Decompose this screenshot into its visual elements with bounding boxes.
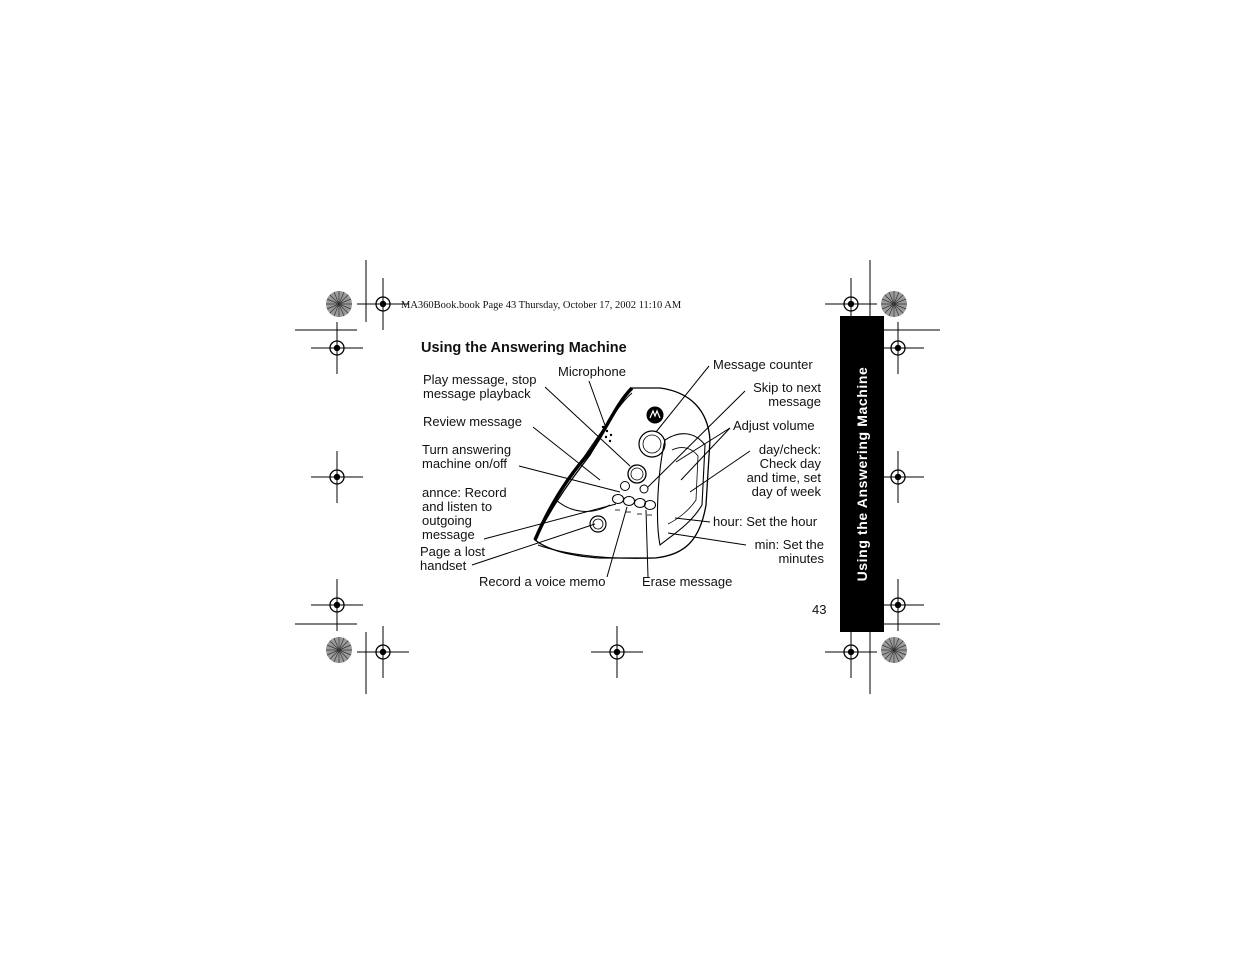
registration-crosshairs — [310, 277, 925, 679]
label-adjust-volume: Adjust volume — [733, 418, 815, 433]
callout-leader-lines — [471, 365, 751, 578]
label-page-lost-handset: Page a lost handset — [420, 544, 486, 573]
page-number: 43 — [812, 602, 827, 617]
side-tab: Using the Answering Machine — [840, 316, 884, 632]
section-title: Using the Answering Machine — [421, 340, 627, 356]
page-header-info: MA360Book.book Page 43 Thursday, October… — [401, 300, 682, 311]
label-min: min: Set the minutes — [754, 537, 824, 566]
label-hour: hour: Set the hour — [713, 514, 818, 529]
label-review-message: Review message — [423, 414, 522, 429]
answering-machine-illustration — [533, 386, 711, 559]
label-record-voice-memo: Record a voice memo — [479, 574, 606, 589]
registration-starburst-tr — [880, 290, 908, 318]
label-erase-message: Erase message — [642, 574, 733, 589]
registration-starburst-tl — [325, 290, 353, 318]
registration-starburst-bl — [325, 636, 353, 664]
label-day-check: day/check: Check day and time, set day o… — [746, 442, 821, 499]
crop-marks — [295, 260, 940, 694]
registration-starburst-br — [880, 636, 908, 664]
label-microphone: Microphone — [558, 364, 626, 379]
label-play-message: Play message, stop message playback — [423, 372, 537, 401]
side-tab-label: Using the Answering Machine — [854, 366, 870, 582]
label-turn-on-off: Turn answering machine on/off — [422, 442, 512, 471]
label-annce: annce: Record and listen to outgoing mes… — [422, 485, 507, 542]
label-skip-next: Skip to next message — [753, 380, 821, 409]
label-message-counter: Message counter — [713, 357, 813, 372]
